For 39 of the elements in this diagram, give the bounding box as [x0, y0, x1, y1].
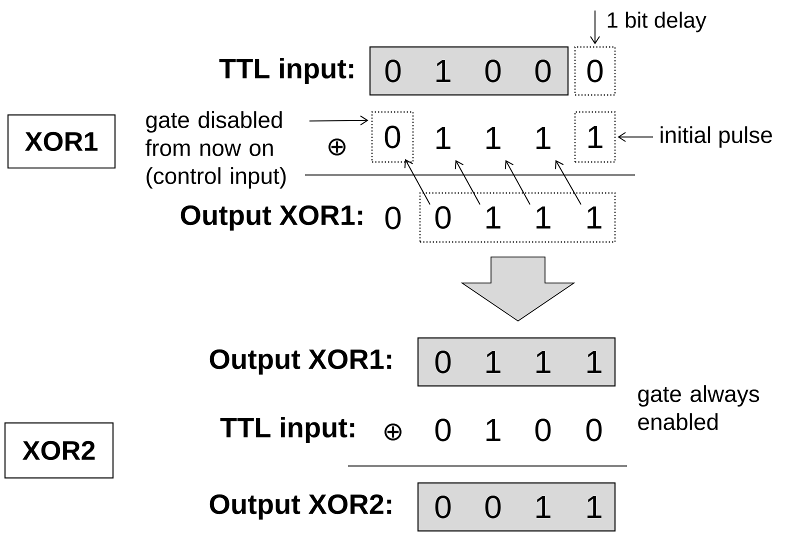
gate-label-box: XOR2: [4, 422, 114, 479]
shift-arrow: [404, 158, 430, 205]
bit-box: 0: [574, 46, 616, 96]
bit-sequence-box: 0 0 1 1: [417, 482, 616, 532]
bit-digit: 1: [486, 206, 500, 228]
bit-digit: 1: [536, 127, 550, 149]
annotation-text: initial pulse: [660, 126, 772, 148]
leader-arrow: [618, 132, 654, 142]
row-label: Output XOR2:: [210, 494, 392, 520]
bit-digit: 1: [486, 419, 500, 441]
bit-digit: 1: [486, 127, 500, 149]
bit-sequence-box: [419, 192, 616, 243]
row-label: Output XOR1:: [210, 349, 392, 375]
shift-arrow: [555, 160, 582, 205]
bit-digit: 0: [586, 418, 602, 442]
bit-digit: 0: [435, 418, 451, 442]
leader-arrow: [308, 115, 368, 126]
bit-box: 1: [574, 111, 616, 163]
leader-arrow: [590, 10, 600, 44]
xor-symbol: ⊕: [384, 423, 402, 441]
xor-symbol: ⊕: [328, 138, 346, 156]
bit-digit: 1: [536, 206, 550, 228]
bit-digit: 1: [588, 206, 602, 228]
bit-digit: 0: [435, 206, 451, 229]
bit-sequence-box: 0 1 1 1: [417, 337, 616, 387]
annotation-text: gate disabled from now on (control input): [146, 111, 286, 189]
bit-digit: 1: [436, 127, 450, 149]
gate-label-box: XOR1: [7, 114, 116, 169]
annotation-text: 1 bit delay: [608, 12, 706, 32]
bit-digit: 0: [535, 418, 551, 442]
bit-box: 0: [371, 111, 414, 163]
shift-arrow: [454, 160, 480, 205]
row-label: Output XOR1:: [180, 205, 362, 231]
bit-sequence-box: 0 1 0 0: [369, 46, 569, 96]
row-label: TTL input:: [219, 58, 354, 84]
bit-digit: 0: [385, 206, 401, 230]
shift-arrow: [504, 160, 530, 205]
annotation-text: gate always enabled: [638, 385, 760, 430]
row-label: TTL input:: [220, 416, 354, 444]
